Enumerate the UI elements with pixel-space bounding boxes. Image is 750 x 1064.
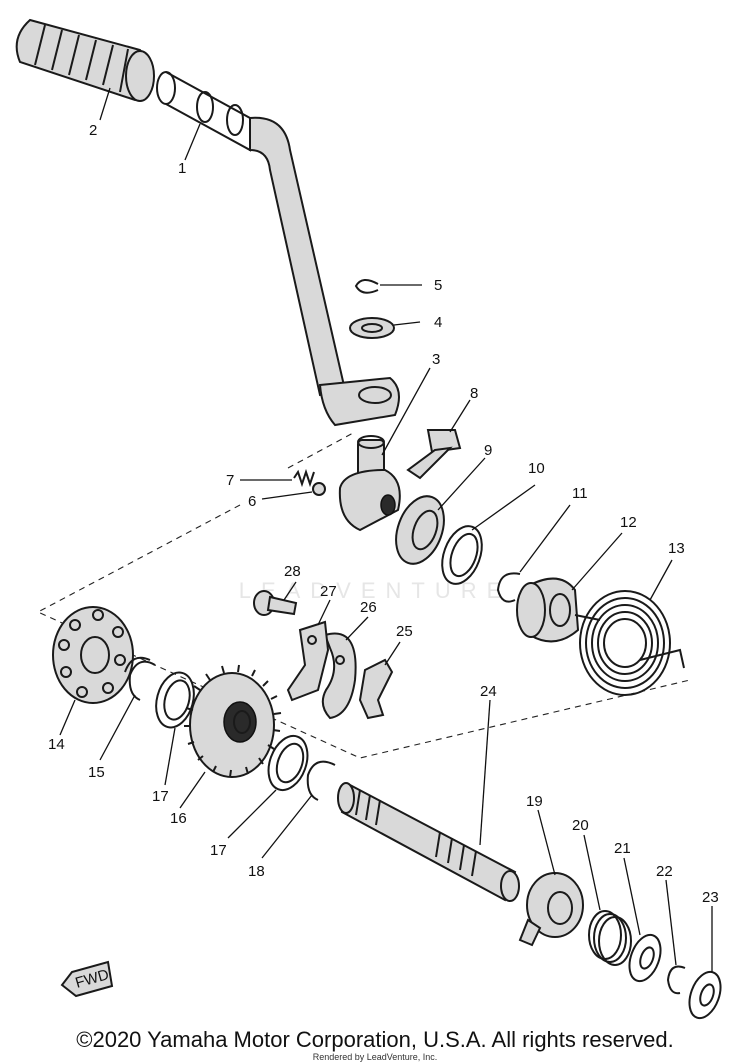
part-spring-guide-12 [516, 577, 580, 643]
callout-27: 27 [320, 583, 337, 600]
part-kick-gear-16 [184, 664, 282, 778]
callout-28: 28 [284, 563, 301, 580]
part-spring-7 [293, 468, 315, 488]
callout-23: 23 [702, 889, 719, 906]
part-ratchet-plate-14 [52, 606, 134, 704]
callout-17a: 17 [152, 788, 169, 805]
callout-24: 24 [480, 683, 497, 700]
part-washer-17b [267, 734, 309, 792]
render-credit: Rendered by LeadVenture, Inc. [312, 1052, 438, 1062]
callout-19: 19 [526, 793, 543, 810]
part-washer-21 [628, 933, 662, 983]
callout-16: 16 [170, 810, 187, 827]
callout-2: 2 [89, 122, 97, 139]
callout-numbers: 1 2 3 4 5 6 7 8 9 10 11 12 13 14 15 16 1… [48, 122, 719, 906]
part-clip-19 [518, 872, 584, 947]
callout-5: 5 [434, 277, 442, 294]
part-washer-23 [688, 970, 722, 1020]
copyright-notice: ©2020 Yamaha Motor Corporation, U.S.A. A… [76, 1027, 674, 1052]
watermark-text: LEADVENTURE [238, 578, 512, 603]
callout-4: 4 [434, 314, 442, 331]
part-kick-axle-24 [337, 782, 520, 902]
part-clip-25 [358, 658, 394, 720]
part-ball-6 [312, 482, 326, 496]
callout-22: 22 [656, 863, 673, 880]
part-oil-seal-9 [395, 495, 445, 565]
callout-6: 6 [248, 493, 256, 510]
part-kick-crank [156, 71, 400, 427]
part-spring-20 [588, 910, 632, 966]
callout-15: 15 [88, 764, 105, 781]
part-washer-10 [441, 525, 483, 585]
part-ratchet-26 [321, 632, 357, 720]
leader-lines [59, 87, 713, 972]
part-torsion-spring-13 [574, 590, 685, 696]
part-circlip-22 [666, 965, 686, 995]
part-ratchet-plate-27 [286, 620, 330, 702]
callout-21: 21 [614, 840, 631, 857]
callout-3: 3 [432, 351, 440, 368]
part-circlip-11 [496, 572, 521, 603]
callout-26: 26 [360, 599, 377, 616]
assembly-outline [36, 431, 691, 759]
callout-13: 13 [668, 540, 685, 557]
part-circlip-15 [124, 656, 156, 701]
part-washer-4 [349, 317, 395, 339]
part-circlip-5 [354, 279, 379, 294]
part-circlip-18 [306, 760, 336, 801]
part-bolt-8 [406, 429, 462, 480]
callout-18: 18 [248, 863, 265, 880]
callout-11: 11 [572, 485, 588, 502]
callout-20: 20 [572, 817, 589, 834]
callout-14: 14 [48, 736, 65, 753]
callout-25: 25 [396, 623, 413, 640]
fwd-arrow-icon: FWD [60, 960, 114, 998]
callout-12: 12 [620, 514, 637, 531]
callout-7: 7 [226, 472, 234, 489]
part-kick-boss [338, 435, 401, 532]
part-screw-28 [253, 590, 298, 616]
callout-8: 8 [470, 385, 478, 402]
callout-1: 1 [178, 160, 186, 177]
callout-10: 10 [528, 460, 545, 477]
part-grip [15, 18, 155, 102]
callout-17b: 17 [210, 842, 227, 859]
callout-9: 9 [484, 442, 492, 459]
